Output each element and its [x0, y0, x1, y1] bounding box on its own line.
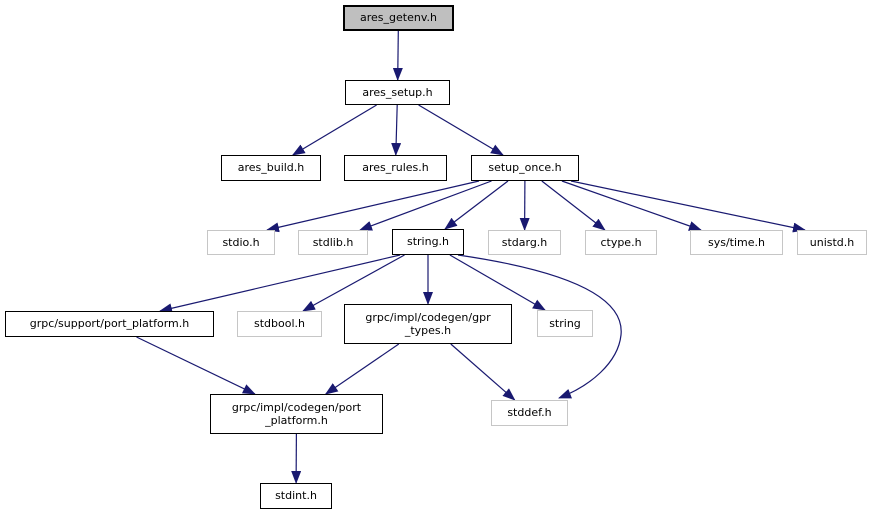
graph-node-label: grpc/support/port_platform.h [29, 317, 190, 331]
graph-node-stdio-h: stdio.h [207, 230, 275, 255]
graph-node-label: string.h [406, 235, 450, 249]
graph-node-stdarg-h: stdarg.h [488, 230, 561, 255]
graph-node-stddef-h: stddef.h [491, 400, 568, 426]
graph-node-setup-once-h[interactable]: setup_once.h [471, 155, 579, 181]
edge-grpc-support-port-platform-h-to-grpc-impl-codegen-port-platform-h [136, 336, 256, 395]
graph-node-label: ares_setup.h [362, 85, 433, 99]
graph-node-label: stdint.h [275, 489, 317, 503]
graph-node-label: grpc/impl/codegen/port _platform.h [231, 400, 362, 427]
edge-string-h-to-stdbool-h [302, 254, 405, 312]
edge-setup-once-h-to-sys-time-h [561, 180, 702, 231]
graph-node-label: stdbool.h [254, 317, 305, 331]
graph-node-label: ares_rules.h [362, 161, 429, 175]
graph-node-grpc-impl-codegen-gpr-types-h[interactable]: grpc/impl/codegen/gpr _types.h [344, 304, 512, 344]
graph-node-stdint-h[interactable]: stdint.h [260, 483, 332, 509]
graph-node-label: grpc/impl/codegen/gpr _types.h [365, 310, 491, 337]
graph-node-sys-time-h: sys/time.h [690, 230, 783, 255]
graph-node-ares-rules-h[interactable]: ares_rules.h [344, 155, 447, 181]
graph-node-ctype-h: ctype.h [585, 230, 657, 255]
edge-setup-once-h-to-unistd-h [570, 180, 806, 233]
graph-node-grpc-support-port-platform-h[interactable]: grpc/support/port_platform.h [5, 311, 214, 337]
edge-string-h-to-string [449, 254, 546, 311]
edge-string-h-to-grpc-support-port-platform-h [159, 254, 401, 314]
graph-node-label: setup_once.h [488, 161, 562, 175]
graph-node-label: unistd.h [809, 235, 855, 249]
graph-node-label: stddef.h [507, 406, 552, 420]
edge-string-h-to-stddef-h [457, 254, 622, 399]
graph-node-unistd-h: unistd.h [797, 230, 867, 255]
graph-node-label: stdio.h [222, 235, 260, 249]
graph-node-ares-setup-h[interactable]: ares_setup.h [345, 80, 450, 105]
edge-grpc-impl-codegen-gpr-types-h-to-stddef-h [450, 343, 516, 401]
graph-node-grpc-impl-codegen-port-platform-h[interactable]: grpc/impl/codegen/port _platform.h [210, 394, 383, 434]
edge-ares-setup-h-to-ares-rules-h [391, 104, 402, 156]
edge-setup-once-h-to-stdio-h [266, 180, 480, 233]
graph-node-label: ares_getenv.h [360, 11, 437, 25]
graph-node-stdbool-h: stdbool.h [237, 311, 322, 337]
edge-setup-once-h-to-ctype-h [541, 180, 606, 231]
edge-ares-getenv-h-to-ares-setup-h [392, 30, 403, 81]
edge-grpc-impl-codegen-gpr-types-h-to-grpc-impl-codegen-port-platform-h [324, 343, 400, 395]
graph-node-label: stdlib.h [312, 235, 354, 249]
graph-node-label: sys/time.h [708, 235, 765, 249]
graph-node-label: stdarg.h [501, 235, 548, 249]
graph-node-string-h[interactable]: string.h [392, 229, 464, 255]
graph-node-stdlib-h: stdlib.h [298, 230, 368, 255]
graph-node-string: string [537, 310, 593, 337]
edge-ares-setup-h-to-setup-once-h [418, 104, 504, 156]
graph-node-label: ctype.h [600, 235, 642, 249]
graph-node-ares-getenv-h: ares_getenv.h [343, 5, 454, 31]
edge-setup-once-h-to-string-h [444, 180, 509, 230]
graph-node-ares-build-h[interactable]: ares_build.h [221, 155, 321, 181]
graph-node-label: string [549, 316, 581, 330]
edge-setup-once-h-to-stdlib-h [359, 180, 492, 231]
edge-ares-setup-h-to-ares-build-h [291, 104, 377, 156]
graph-node-label: ares_build.h [237, 161, 305, 175]
